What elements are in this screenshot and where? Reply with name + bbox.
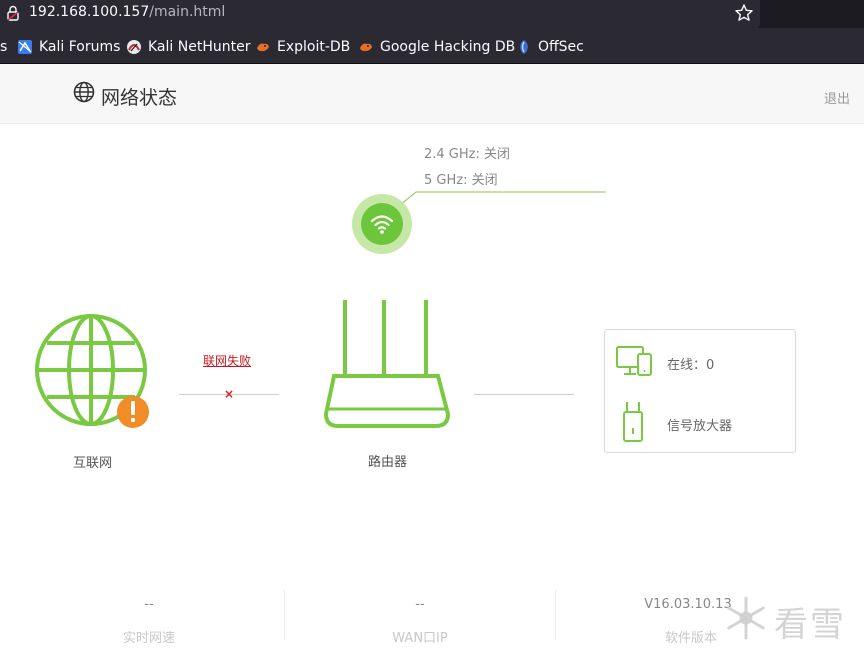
- lan-link-line: [474, 394, 574, 395]
- bookmark-kali-forums[interactable]: Kali Forums: [17, 38, 120, 56]
- bookmark-label: Exploit-DB: [277, 39, 351, 55]
- wan-link-line: [179, 394, 279, 395]
- star-icon[interactable]: [734, 3, 754, 23]
- offsec-icon: [520, 40, 528, 54]
- bookmark-kali-nethunter[interactable]: Kali NetHunter: [126, 38, 250, 56]
- bookmark-label: OffSec: [538, 39, 584, 55]
- page-header: 网络状态 退出: [0, 64, 864, 124]
- bookmarks-bar: s Kali Forums Kali NetHunter Exploit-D: [0, 28, 864, 64]
- router-icon[interactable]: [322, 296, 454, 432]
- exploit-db-icon: [257, 43, 269, 52]
- bookmark-label: Kali Forums: [39, 39, 121, 55]
- logout-link[interactable]: 退出: [823, 92, 850, 107]
- connection-failed-link[interactable]: 联网失败: [203, 354, 252, 368]
- realtime-speed-label: 实时网速: [122, 631, 175, 646]
- internet-label: 互联网: [73, 456, 113, 471]
- url-field[interactable]: 192.168.100.157/main.html: [0, 0, 760, 28]
- wifi-callout-line: [393, 191, 606, 211]
- bookmark-label: s: [0, 39, 8, 55]
- url-host: 192.168.100.157: [29, 4, 150, 20]
- internet-globe-icon[interactable]: [34, 313, 152, 431]
- wifi-icon[interactable]: [351, 193, 413, 255]
- kali-nethunter-icon: [127, 40, 141, 54]
- wifi-24ghz-status: 2.4 GHz: 关闭: [424, 147, 510, 162]
- watermark-text: 看雪: [774, 605, 846, 645]
- page-title: 网络状态: [101, 87, 178, 109]
- wifi-5ghz-status: 5 GHz: 关闭: [424, 173, 498, 188]
- url-path: /main.html: [149, 4, 226, 20]
- snowflake-watermark-icon: [727, 596, 765, 640]
- browser-toolbar: 192.168.100.157/main.html: [0, 0, 864, 28]
- stat-divider: [284, 590, 285, 640]
- software-version-label: 软件版本: [664, 631, 717, 646]
- url-text: 192.168.100.157/main.html: [29, 4, 225, 20]
- router-label: 路由器: [368, 455, 408, 470]
- globe-icon: [73, 81, 95, 103]
- extender-label: 信号放大器: [667, 419, 733, 434]
- online-count: 在线：0: [667, 358, 715, 373]
- lock-icon: [7, 5, 19, 21]
- stat-divider: [555, 590, 556, 640]
- bookmark-exploit-db[interactable]: Exploit-DB: [255, 38, 350, 56]
- bookmark-label: Google Hacking DB: [380, 39, 516, 55]
- signal-extender-icon[interactable]: [621, 400, 645, 444]
- bookmark-google-hacking-db[interactable]: Google Hacking DB: [358, 38, 515, 56]
- realtime-speed-value: --: [144, 597, 154, 612]
- kali-forums-icon: [18, 40, 32, 54]
- wan-ip-label: WAN口IP: [392, 631, 448, 646]
- google-hacking-db-icon: [360, 43, 372, 52]
- bookmark-offsec[interactable]: OffSec: [516, 38, 584, 56]
- bookmark-label: Kali NetHunter: [148, 39, 251, 55]
- wan-ip-value: --: [415, 597, 425, 612]
- disconnected-x-icon: ×: [224, 387, 235, 401]
- software-version-value: V16.03.10.13: [644, 597, 732, 612]
- bookmark-truncated[interactable]: s: [0, 38, 7, 56]
- device-panel: 在线：0 信号放大器: [604, 329, 796, 453]
- devices-icon[interactable]: [615, 344, 655, 378]
